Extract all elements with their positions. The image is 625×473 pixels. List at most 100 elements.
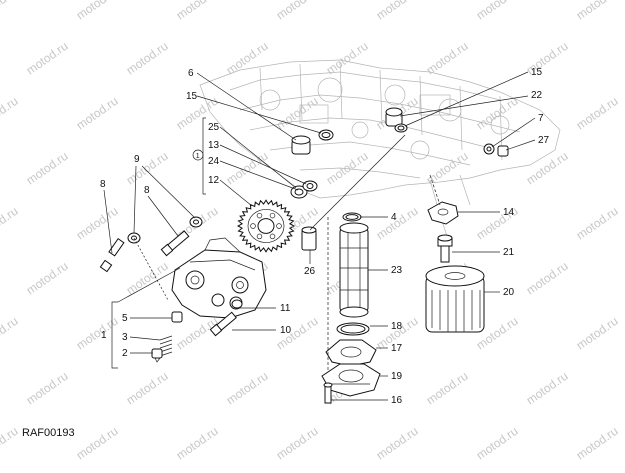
cover-part-19: [321, 363, 381, 397]
watermark-text: motod.ru: [274, 0, 321, 22]
watermark-text: motod.ru: [474, 0, 521, 22]
watermark-text: motod.ru: [24, 369, 71, 408]
bolt-part-10: [209, 311, 237, 337]
callout-7: 7: [538, 113, 544, 124]
watermark-text: motod.ru: [474, 424, 521, 463]
washer-stack-13-24-25: [290, 180, 318, 199]
union-part-14: [427, 201, 459, 225]
plug-part-27: [497, 145, 509, 157]
relief-valve-assembly: [151, 311, 183, 363]
callout-15-left: 15: [186, 91, 198, 102]
callout-labels: 6 15 15 22 7 27 25 13 24 12 9 8 8 4 14 2…: [100, 67, 550, 406]
callout-14: 14: [503, 207, 515, 218]
watermark-text: motod.ru: [224, 369, 271, 408]
watermark-text: motod.ru: [74, 0, 121, 22]
callout-25: 25: [208, 122, 220, 133]
filter-gauze-part-23: [339, 222, 369, 318]
group-marker: 1: [192, 149, 204, 161]
washer-part-9-right: [189, 216, 203, 228]
watermark-text: motod.ru: [24, 149, 71, 188]
callout-18: 18: [391, 321, 403, 332]
callout-4: 4: [391, 212, 397, 223]
gear-web: [247, 209, 285, 243]
callout-8-mid: 8: [144, 185, 150, 196]
bush-part-6: [291, 135, 311, 155]
callout-23: 23: [391, 265, 403, 276]
callout-5: 5: [122, 313, 128, 324]
watermark-text: motod.ru: [74, 204, 121, 243]
watermark-text: motod.ru: [74, 94, 121, 133]
gear-hub: [257, 218, 275, 234]
callout-2: 2: [122, 348, 128, 359]
bolt-part-8-mid: [160, 230, 190, 257]
watermark-text: motod.ru: [174, 424, 221, 463]
callout-3: 3: [122, 332, 128, 343]
watermark-text: motod.ru: [424, 369, 471, 408]
callout-24: 24: [208, 156, 220, 167]
washer-part-11: [231, 299, 243, 309]
watermark-text: motod.ru: [574, 314, 621, 353]
watermark-text: motod.ru: [574, 94, 621, 133]
watermark-text: motod.ru: [124, 39, 171, 78]
oil-filter-cartridge-part-20: [425, 265, 485, 333]
callout-6: 6: [188, 68, 194, 79]
callout-27: 27: [538, 135, 550, 146]
callout-20: 20: [503, 287, 515, 298]
nipple-part-21: [437, 234, 453, 263]
callout-9: 9: [134, 154, 140, 165]
callout-10: 10: [280, 325, 292, 336]
watermark-text: motod.ru: [224, 39, 271, 78]
oil-pump-body: [171, 237, 267, 319]
gear-lightening-hole: [250, 223, 256, 229]
bush-part-22: [385, 107, 403, 127]
callout-26: 26: [304, 266, 316, 277]
gasket-part-17: [325, 339, 377, 367]
watermark-text: motod.ru: [524, 369, 571, 408]
watermark-text: motod.ru: [0, 204, 21, 243]
watermark-text: motod.ru: [0, 314, 21, 353]
bush-part-26: [301, 226, 317, 251]
watermark-text: motod.ru: [424, 39, 471, 78]
leader-lines: [103, 71, 536, 401]
callout-15-right: 15: [531, 67, 543, 78]
gear-lightening-hole: [269, 212, 276, 219]
watermark-text: motod.ru: [374, 0, 421, 22]
watermark-text: motod.ru: [224, 149, 271, 188]
engine-block-outline: [199, 59, 561, 246]
gear-lightening-hole: [256, 212, 263, 219]
watermark-text: motod.ru: [374, 424, 421, 463]
watermark-text: motod.ru: [274, 424, 321, 463]
watermark-text: motod.ru: [574, 204, 621, 243]
callout-19: 19: [391, 371, 403, 382]
watermark-text: motod.ru: [24, 39, 71, 78]
watermark-text: motod.ru: [0, 424, 21, 463]
group-marker-label: 1: [196, 153, 200, 160]
callout-1: 1: [101, 330, 107, 341]
watermark-text: motod.ru: [74, 424, 121, 463]
watermark-text: motod.ru: [174, 0, 221, 22]
watermark-text: motod.ru: [524, 259, 571, 298]
watermark-text: motod.ru: [574, 424, 621, 463]
gear-lightening-hole: [269, 233, 276, 240]
callout-11: 11: [280, 303, 291, 314]
gear-part-12: [236, 199, 296, 253]
watermark-text: motod.ru: [374, 204, 421, 243]
gear-lightening-hole: [256, 233, 263, 240]
watermark-text: motod.ru: [124, 149, 171, 188]
bolt-part-8-left: [99, 238, 125, 273]
watermark-text: motod.ru: [0, 0, 21, 22]
washer-part-7: [483, 143, 495, 155]
callout-17: 17: [391, 343, 403, 354]
watermark-text: motod.ru: [324, 39, 371, 78]
screw-part-16: [323, 382, 333, 404]
callout-8-left: 8: [100, 179, 106, 190]
watermark-text: motod.ru: [74, 314, 121, 353]
callout-12: 12: [208, 175, 220, 186]
o-ring-part-18: [336, 322, 370, 336]
gear-lightening-hole: [276, 223, 282, 229]
watermark-text: motod.ru: [574, 0, 621, 22]
callout-21: 21: [503, 247, 515, 258]
callout-13: 13: [208, 140, 220, 151]
